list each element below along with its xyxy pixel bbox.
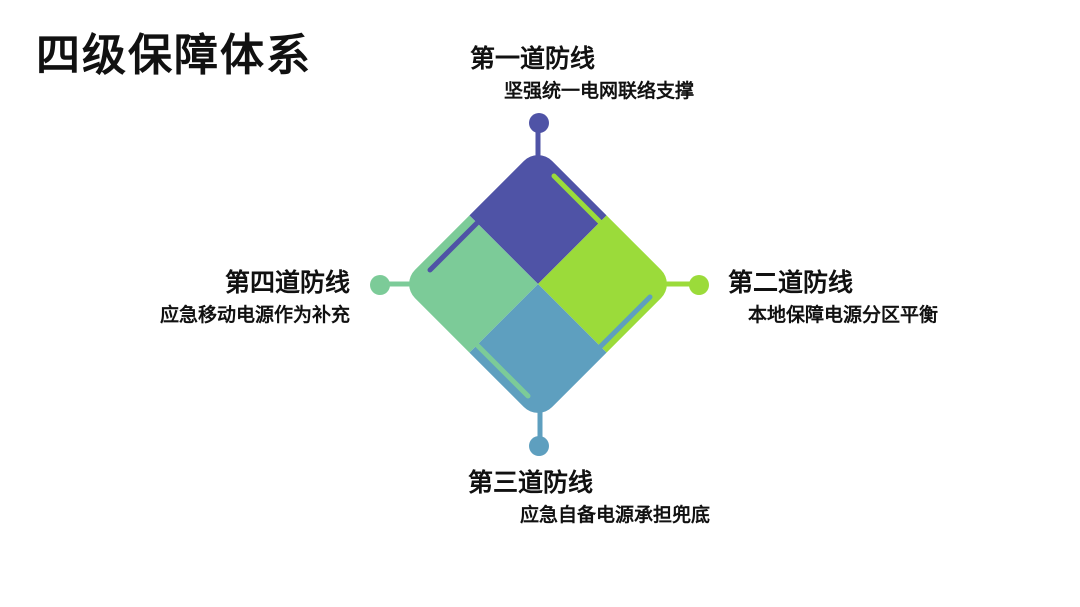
page-title: 四级保障体系 — [36, 30, 312, 81]
node-line-2 — [689, 275, 709, 295]
connector-line-1 — [427, 121, 541, 273]
connector-line-2 — [551, 173, 701, 287]
diamond — [400, 146, 676, 422]
defense-line-4: 第四道防线 应急移动电源作为补充 — [88, 268, 350, 327]
diamond-left-quadrant — [400, 215, 538, 353]
defense-line-3-title: 第三道防线 — [468, 468, 594, 497]
defense-line-3-subtitle: 应急自备电源承担兜底 — [520, 504, 711, 526]
defense-line-4-title: 第四道防线 — [224, 268, 350, 297]
connector-line-3 — [537, 294, 653, 447]
defense-line-2-subtitle: 本地保障电源分区平衡 — [748, 304, 939, 326]
defense-line-2-title: 第二道防线 — [728, 268, 854, 297]
node-line-1 — [529, 113, 549, 133]
diamond-top-quadrant — [469, 146, 607, 284]
diamond-bottom-quadrant — [469, 284, 607, 422]
defense-line-2: 第二道防线 本地保障电源分区平衡 — [728, 268, 938, 327]
defense-line-4-subtitle: 应急移动电源作为补充 — [159, 304, 350, 326]
defense-line-1: 第一道防线 坚强统一电网联络支撑 — [470, 44, 694, 103]
node-line-3 — [529, 436, 549, 456]
node-line-4 — [370, 275, 390, 295]
defense-line-1-title: 第一道防线 — [470, 44, 596, 73]
connector-line-4 — [379, 281, 531, 399]
diamond-right-quadrant — [538, 215, 676, 353]
defense-line-1-subtitle: 坚强统一电网联络支撑 — [504, 80, 695, 102]
defense-line-3: 第三道防线 应急自备电源承担兜底 — [468, 468, 710, 527]
